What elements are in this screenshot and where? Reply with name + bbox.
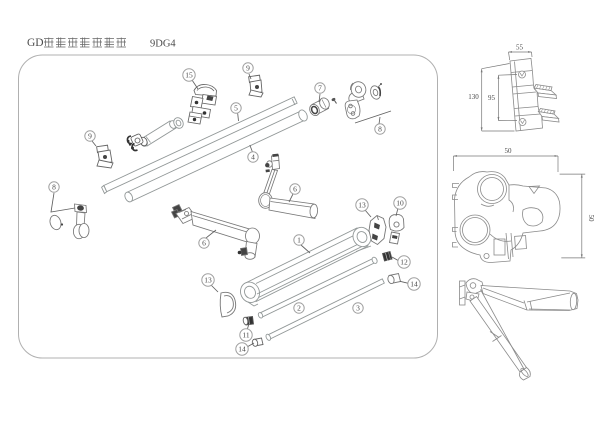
svg-text:6: 6 <box>293 185 297 194</box>
svg-text:6: 6 <box>202 239 206 248</box>
svg-text:8: 8 <box>52 183 56 192</box>
svg-text:55: 55 <box>516 44 524 52</box>
svg-text:11: 11 <box>242 331 249 340</box>
svg-text:50: 50 <box>505 147 513 155</box>
svg-text:1: 1 <box>297 236 301 245</box>
svg-text:50: 50 <box>587 215 595 223</box>
svg-text:4: 4 <box>251 153 255 162</box>
svg-text:12: 12 <box>400 258 408 267</box>
svg-text:7: 7 <box>318 84 322 93</box>
svg-text:14: 14 <box>410 280 418 289</box>
svg-text:130: 130 <box>468 93 479 101</box>
svg-text:13: 13 <box>358 201 366 210</box>
svg-text:14: 14 <box>238 345 246 354</box>
svg-text:5: 5 <box>234 104 238 113</box>
svg-text:13: 13 <box>204 276 212 285</box>
svg-text:95: 95 <box>488 94 496 102</box>
svg-text:2: 2 <box>297 304 301 313</box>
svg-text:GD: GD <box>27 37 44 49</box>
svg-text:8: 8 <box>378 125 382 134</box>
svg-text:10: 10 <box>396 199 404 208</box>
svg-text:9: 9 <box>88 132 92 141</box>
svg-text:9DG4: 9DG4 <box>150 39 176 50</box>
svg-text:9: 9 <box>246 64 250 73</box>
svg-text:15: 15 <box>185 71 193 80</box>
svg-text:3: 3 <box>356 304 360 313</box>
